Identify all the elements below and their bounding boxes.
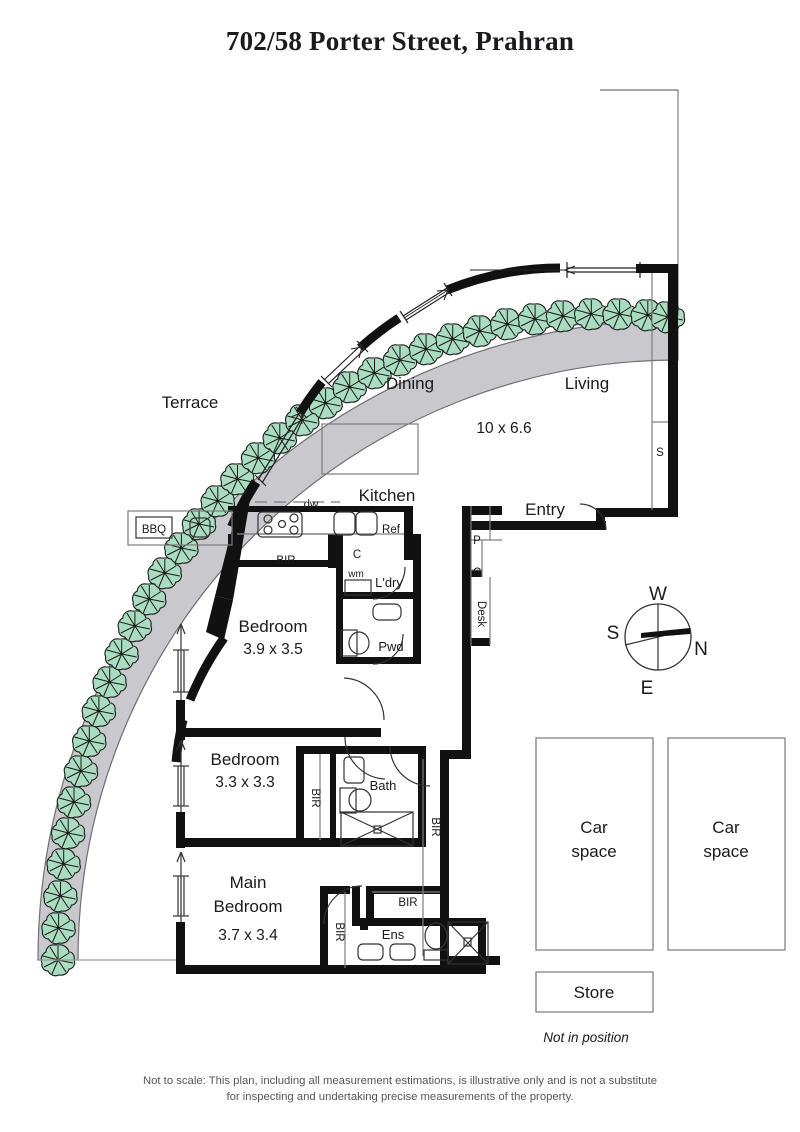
label-bedroom-2-dimensions: 3.9 x 3.5 bbox=[243, 641, 302, 658]
disclaimer-line-2: for inspecting and undertaking precise m… bbox=[226, 1091, 574, 1103]
garden-hedge-arc bbox=[37, 298, 686, 977]
label-ensuite: Ens bbox=[382, 927, 405, 942]
car-space-1-line1: Car bbox=[580, 818, 608, 837]
room-labels: Terrace Dining Living 10 x 6.6 Kitchen E… bbox=[162, 374, 610, 944]
page-title: 702/58 Porter Street, Prahran bbox=[225, 26, 575, 56]
car-space-2-line2: space bbox=[703, 842, 748, 861]
washing-machine-icon bbox=[344, 579, 372, 596]
laundry-trough-icon bbox=[372, 603, 402, 621]
bath-basin-icon bbox=[343, 756, 365, 784]
label-bir-kitchen: BIR bbox=[276, 555, 295, 567]
bbq-icon bbox=[135, 516, 173, 539]
label-powder: Pwd bbox=[378, 639, 403, 654]
label-bir-bedroom-3: BIR bbox=[309, 788, 321, 807]
label-laundry: L'dry bbox=[375, 575, 403, 590]
store-box bbox=[535, 971, 654, 1013]
label-cupboard-entry: C bbox=[473, 567, 481, 579]
car-space-2-line1: Car bbox=[712, 818, 740, 837]
label-main-bedroom-dimensions: 3.7 x 3.4 bbox=[218, 927, 278, 944]
label-bir-ensuite: BIR bbox=[398, 897, 417, 909]
label-washing-machine: wm bbox=[347, 569, 364, 580]
label-dining: Dining bbox=[386, 374, 434, 393]
label-desk: Desk bbox=[475, 601, 487, 627]
label-bath: Bath bbox=[370, 778, 397, 793]
label-bedroom-3: Bedroom bbox=[211, 750, 280, 769]
label-store: Store bbox=[574, 983, 615, 1002]
label-kitchen: Kitchen bbox=[359, 486, 416, 505]
label-cupboard-kitchen: C bbox=[353, 549, 361, 561]
label-entry: Entry bbox=[525, 500, 565, 519]
shower-icon bbox=[340, 811, 414, 847]
joinery-thin-lines bbox=[127, 273, 668, 968]
ens-toilet-icon bbox=[424, 922, 448, 950]
label-terrace: Terrace bbox=[162, 393, 219, 412]
hedge-shrubs bbox=[40, 298, 686, 977]
label-living: Living bbox=[565, 374, 609, 393]
car-space-1-line2: space bbox=[571, 842, 616, 861]
label-bedroom-3-dimensions: 3.3 x 3.3 bbox=[215, 774, 274, 791]
label-fridge: Ref bbox=[382, 524, 401, 536]
label-bir-hall: BIR bbox=[429, 817, 441, 836]
compass-label-west: W bbox=[649, 584, 667, 605]
bath-vanity-icon bbox=[339, 787, 357, 814]
building-walls bbox=[176, 264, 678, 974]
ens-shower-icon bbox=[447, 921, 489, 965]
label-main-bedroom-line2: Bedroom bbox=[214, 897, 283, 916]
compass-rose: W N E S bbox=[607, 584, 708, 699]
left-wall-sliding-doors bbox=[173, 623, 189, 922]
label-bbq: BBQ bbox=[142, 524, 166, 536]
label-bir-main-bedroom: BIR bbox=[333, 922, 345, 941]
compass-label-south: S bbox=[607, 623, 620, 644]
not-in-position-note: Not in position bbox=[543, 1030, 629, 1045]
fixtures-graphics bbox=[135, 511, 489, 965]
toilet-icon bbox=[348, 631, 370, 655]
disclaimer-line-1: Not to scale: This plan, including all m… bbox=[142, 1075, 658, 1087]
fixture-labels: BBQ dw Ref C wm P C Desk S BIR BIR BIR B… bbox=[142, 447, 664, 942]
car-space-1-box bbox=[535, 737, 654, 951]
label-pantry: P bbox=[473, 535, 481, 547]
ens-basin-1-icon bbox=[357, 943, 384, 961]
compass-label-north: N bbox=[694, 639, 708, 660]
label-main-bedroom-line1: Main bbox=[230, 873, 267, 892]
ens-basin-2-icon bbox=[389, 943, 416, 961]
label-store-small: S bbox=[656, 447, 664, 459]
door-swings bbox=[323, 503, 607, 925]
cooktop-icon bbox=[257, 511, 303, 538]
compass-label-east: E bbox=[641, 678, 654, 699]
powder-vanity-icon bbox=[340, 629, 358, 657]
label-dishwasher: dw bbox=[304, 499, 319, 511]
car-space-2-box bbox=[667, 737, 786, 951]
label-living-dimensions: 10 x 6.6 bbox=[476, 420, 531, 437]
kitchen-sink-icon bbox=[333, 511, 356, 536]
bath-toilet-icon bbox=[348, 788, 372, 812]
label-bedroom-2: Bedroom bbox=[239, 617, 308, 636]
parking-area: Car space Car space Store Not in positio… bbox=[535, 737, 786, 1045]
